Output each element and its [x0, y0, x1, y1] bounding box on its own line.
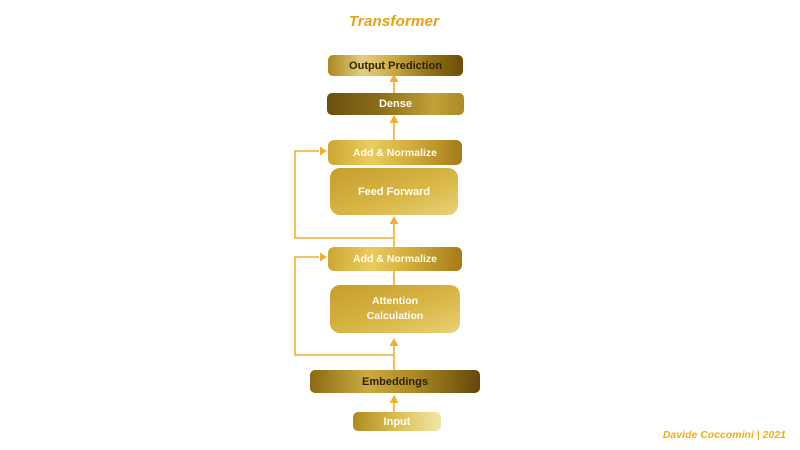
arrowhead-right-icon: [320, 252, 327, 262]
node-dense: Dense: [327, 93, 464, 115]
arrowhead-right-icon: [320, 146, 327, 156]
diagram-title: Transformer: [348, 13, 440, 30]
node-attention-calculation: Attention Calculation: [330, 285, 460, 333]
node-embeddings: Embeddings: [310, 370, 480, 393]
node-add-normalize-upper: Add & Normalize: [328, 140, 462, 165]
node-output-prediction: Output Prediction: [328, 55, 463, 76]
arrowhead-up-icon: [389, 115, 399, 123]
arrowhead-up-icon: [389, 338, 399, 346]
author-credit: Davide Coccomini | 2021: [662, 429, 786, 441]
node-input: Input: [353, 412, 441, 431]
node-add-normalize-lower: Add & Normalize: [328, 247, 462, 271]
node-feed-forward: Feed Forward: [330, 168, 458, 215]
arrowhead-up-icon: [389, 395, 399, 403]
arrowhead-up-icon: [389, 216, 399, 224]
